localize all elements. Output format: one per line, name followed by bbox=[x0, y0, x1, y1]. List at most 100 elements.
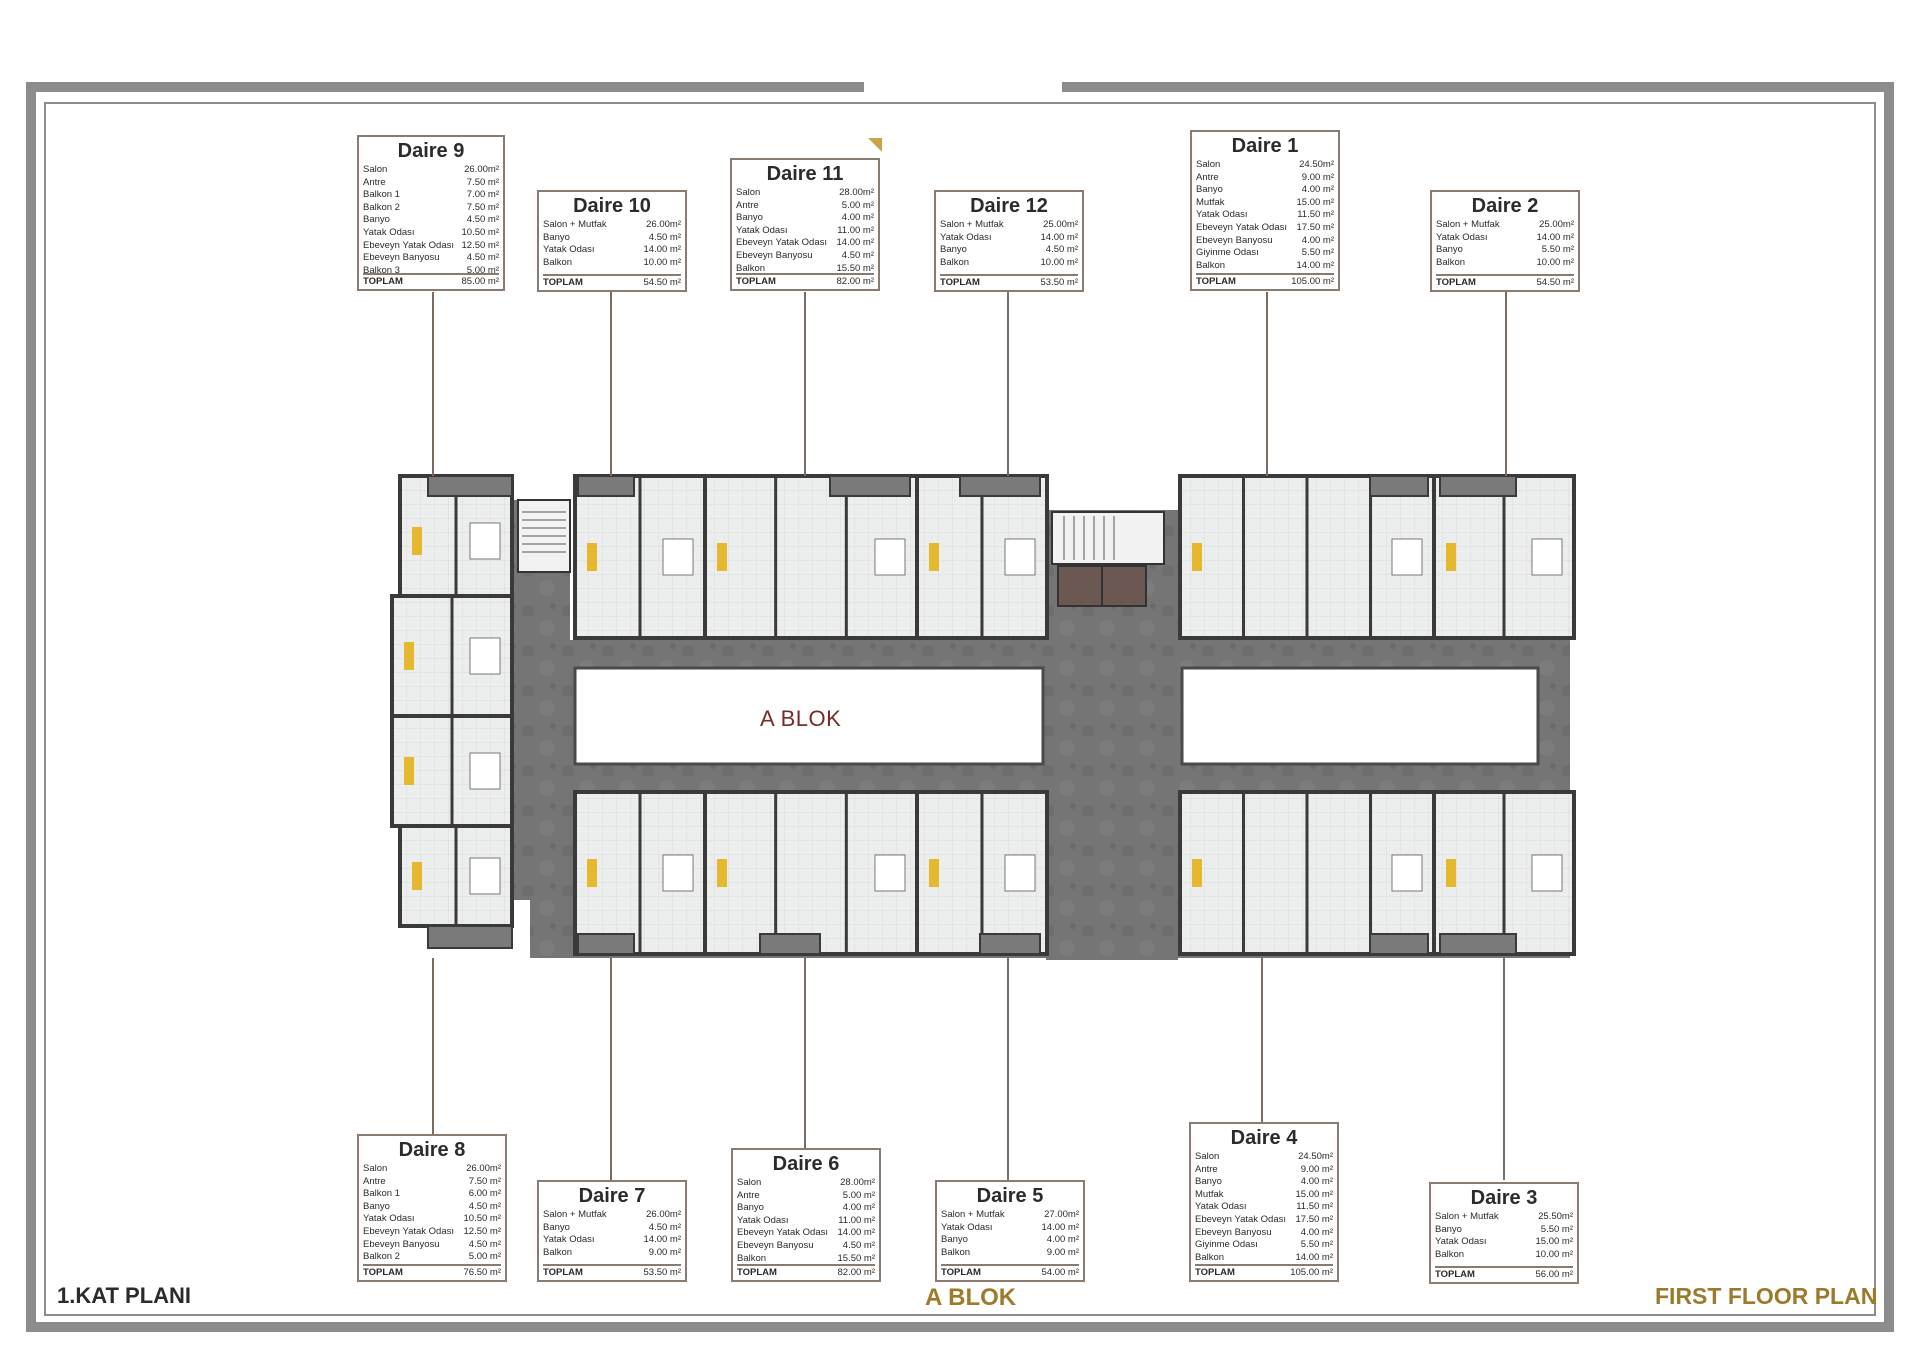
room-area: 26.00m² bbox=[464, 164, 499, 175]
room-area: 14.00 m² bbox=[836, 237, 875, 249]
room-name: Balkon bbox=[543, 256, 573, 268]
room-area: 24.50m² bbox=[1298, 1151, 1333, 1162]
room-area: 4.50 m² bbox=[466, 252, 499, 264]
balcony-daire-2 bbox=[1439, 475, 1517, 497]
room-area-row: Ebeveyn Yatak Odası 17.50 m² bbox=[1196, 222, 1334, 235]
total-area: 82.00 m² bbox=[836, 276, 875, 287]
room-name: Banyo bbox=[1435, 1223, 1462, 1235]
total-area: 54.50 m² bbox=[1536, 277, 1575, 288]
room-area: 4.50 m² bbox=[468, 1238, 501, 1250]
room-area: 4.00 m² bbox=[1300, 1226, 1333, 1238]
leader-daire-9 bbox=[432, 292, 434, 476]
total-area: 56.00 m² bbox=[1535, 1269, 1574, 1280]
room-name: Ebeveyn Yatak Odası bbox=[1195, 1213, 1287, 1225]
room-name: Salon + Mutfak bbox=[543, 219, 607, 230]
room-name: Yatak Odası bbox=[363, 226, 415, 238]
room-name: Ebeveyn Yatak Odası bbox=[1196, 221, 1288, 233]
room-area: 15.50 m² bbox=[837, 1252, 876, 1264]
apartment-title: Daire 9 bbox=[397, 140, 465, 162]
room-name: Yatak Odası bbox=[363, 1213, 415, 1225]
room-name: Yatak Odası bbox=[1435, 1236, 1487, 1248]
room-area: 28.00m² bbox=[839, 187, 874, 198]
unit-left-2 bbox=[390, 714, 514, 828]
room-name: Balkon bbox=[940, 256, 970, 268]
room-name: Yatak Odası bbox=[543, 244, 595, 256]
room-area: 4.50 m² bbox=[468, 1200, 501, 1212]
room-area: 5.00 m² bbox=[842, 1189, 875, 1201]
total-label: TOPLAM bbox=[363, 276, 403, 287]
room-area: 14.00 m² bbox=[837, 1227, 876, 1239]
room-area: 12.50 m² bbox=[463, 1225, 502, 1237]
total-area: 76.50 m² bbox=[463, 1267, 502, 1278]
balcony-daire-3 bbox=[1439, 933, 1517, 955]
unit-daire-6 bbox=[703, 790, 919, 956]
apartment-title: Daire 10 bbox=[573, 195, 651, 217]
room-name: Antre bbox=[1196, 171, 1219, 183]
room-name: Balkon bbox=[1196, 259, 1226, 271]
room-area: 4.50 m² bbox=[842, 1239, 875, 1251]
total-label: TOPLAM bbox=[363, 1267, 403, 1278]
floor-label-english: FIRST FLOOR PLAN bbox=[1655, 1283, 1878, 1309]
balcony-daire-1 bbox=[1369, 475, 1429, 497]
room-name: Banyo bbox=[1436, 244, 1463, 256]
room-area: 17.50 m² bbox=[1296, 221, 1335, 233]
leader-daire-7 bbox=[610, 958, 612, 1180]
room-name: Balkon 2 bbox=[363, 1251, 400, 1263]
balcony-daire-10 bbox=[577, 475, 635, 497]
room-area: 5.00 m² bbox=[468, 1251, 501, 1263]
room-name: Balkon bbox=[941, 1246, 971, 1258]
leader-daire-4 bbox=[1261, 958, 1263, 1122]
room-area: 11.50 m² bbox=[1296, 1201, 1333, 1213]
unit-daire-9 bbox=[398, 474, 514, 608]
room-area-row: Ebeveyn Banyosu 4.50 m² bbox=[363, 1239, 501, 1252]
room-area: 24.50m² bbox=[1299, 159, 1334, 170]
total-area: 53.50 m² bbox=[643, 1267, 682, 1278]
room-area: 10.00 m² bbox=[643, 256, 682, 268]
total-label: TOPLAM bbox=[1435, 1269, 1475, 1280]
room-area: 4.00 m² bbox=[1301, 184, 1334, 196]
room-area: 11.00 m² bbox=[837, 224, 874, 236]
room-name: Antre bbox=[1195, 1163, 1218, 1175]
total-area: 54.50 m² bbox=[643, 277, 682, 288]
room-name: Ebeveyn Yatak Odası bbox=[363, 239, 455, 251]
room-name: Antre bbox=[736, 199, 759, 211]
room-name: Ebeveyn Banyosu bbox=[363, 1238, 440, 1250]
total-area: 54.00 m² bbox=[1041, 1267, 1080, 1278]
frame-left bbox=[26, 82, 36, 1332]
balcony-daire-11 bbox=[829, 475, 911, 497]
unit-daire-7 bbox=[573, 790, 707, 956]
room-area: 10.00 m² bbox=[1040, 256, 1079, 268]
leader-daire-3 bbox=[1503, 958, 1505, 1180]
apartment-title: Daire 1 bbox=[1231, 135, 1299, 157]
unit-daire-10 bbox=[573, 474, 707, 640]
room-area: 14.00 m² bbox=[1040, 231, 1079, 243]
room-name: Giyinme Odası bbox=[1195, 1239, 1258, 1251]
apartment-title: Daire 12 bbox=[970, 195, 1048, 217]
room-name: Salon + Mutfak bbox=[1436, 219, 1500, 230]
room-area: 5.50 m² bbox=[1300, 1239, 1333, 1251]
leader-daire-6 bbox=[804, 958, 806, 1148]
total-label: TOPLAM bbox=[736, 276, 776, 287]
room-area: 9.00 m² bbox=[1046, 1246, 1079, 1258]
unit-daire-11 bbox=[703, 474, 919, 640]
room-name: Balkon 1 bbox=[363, 1188, 400, 1200]
